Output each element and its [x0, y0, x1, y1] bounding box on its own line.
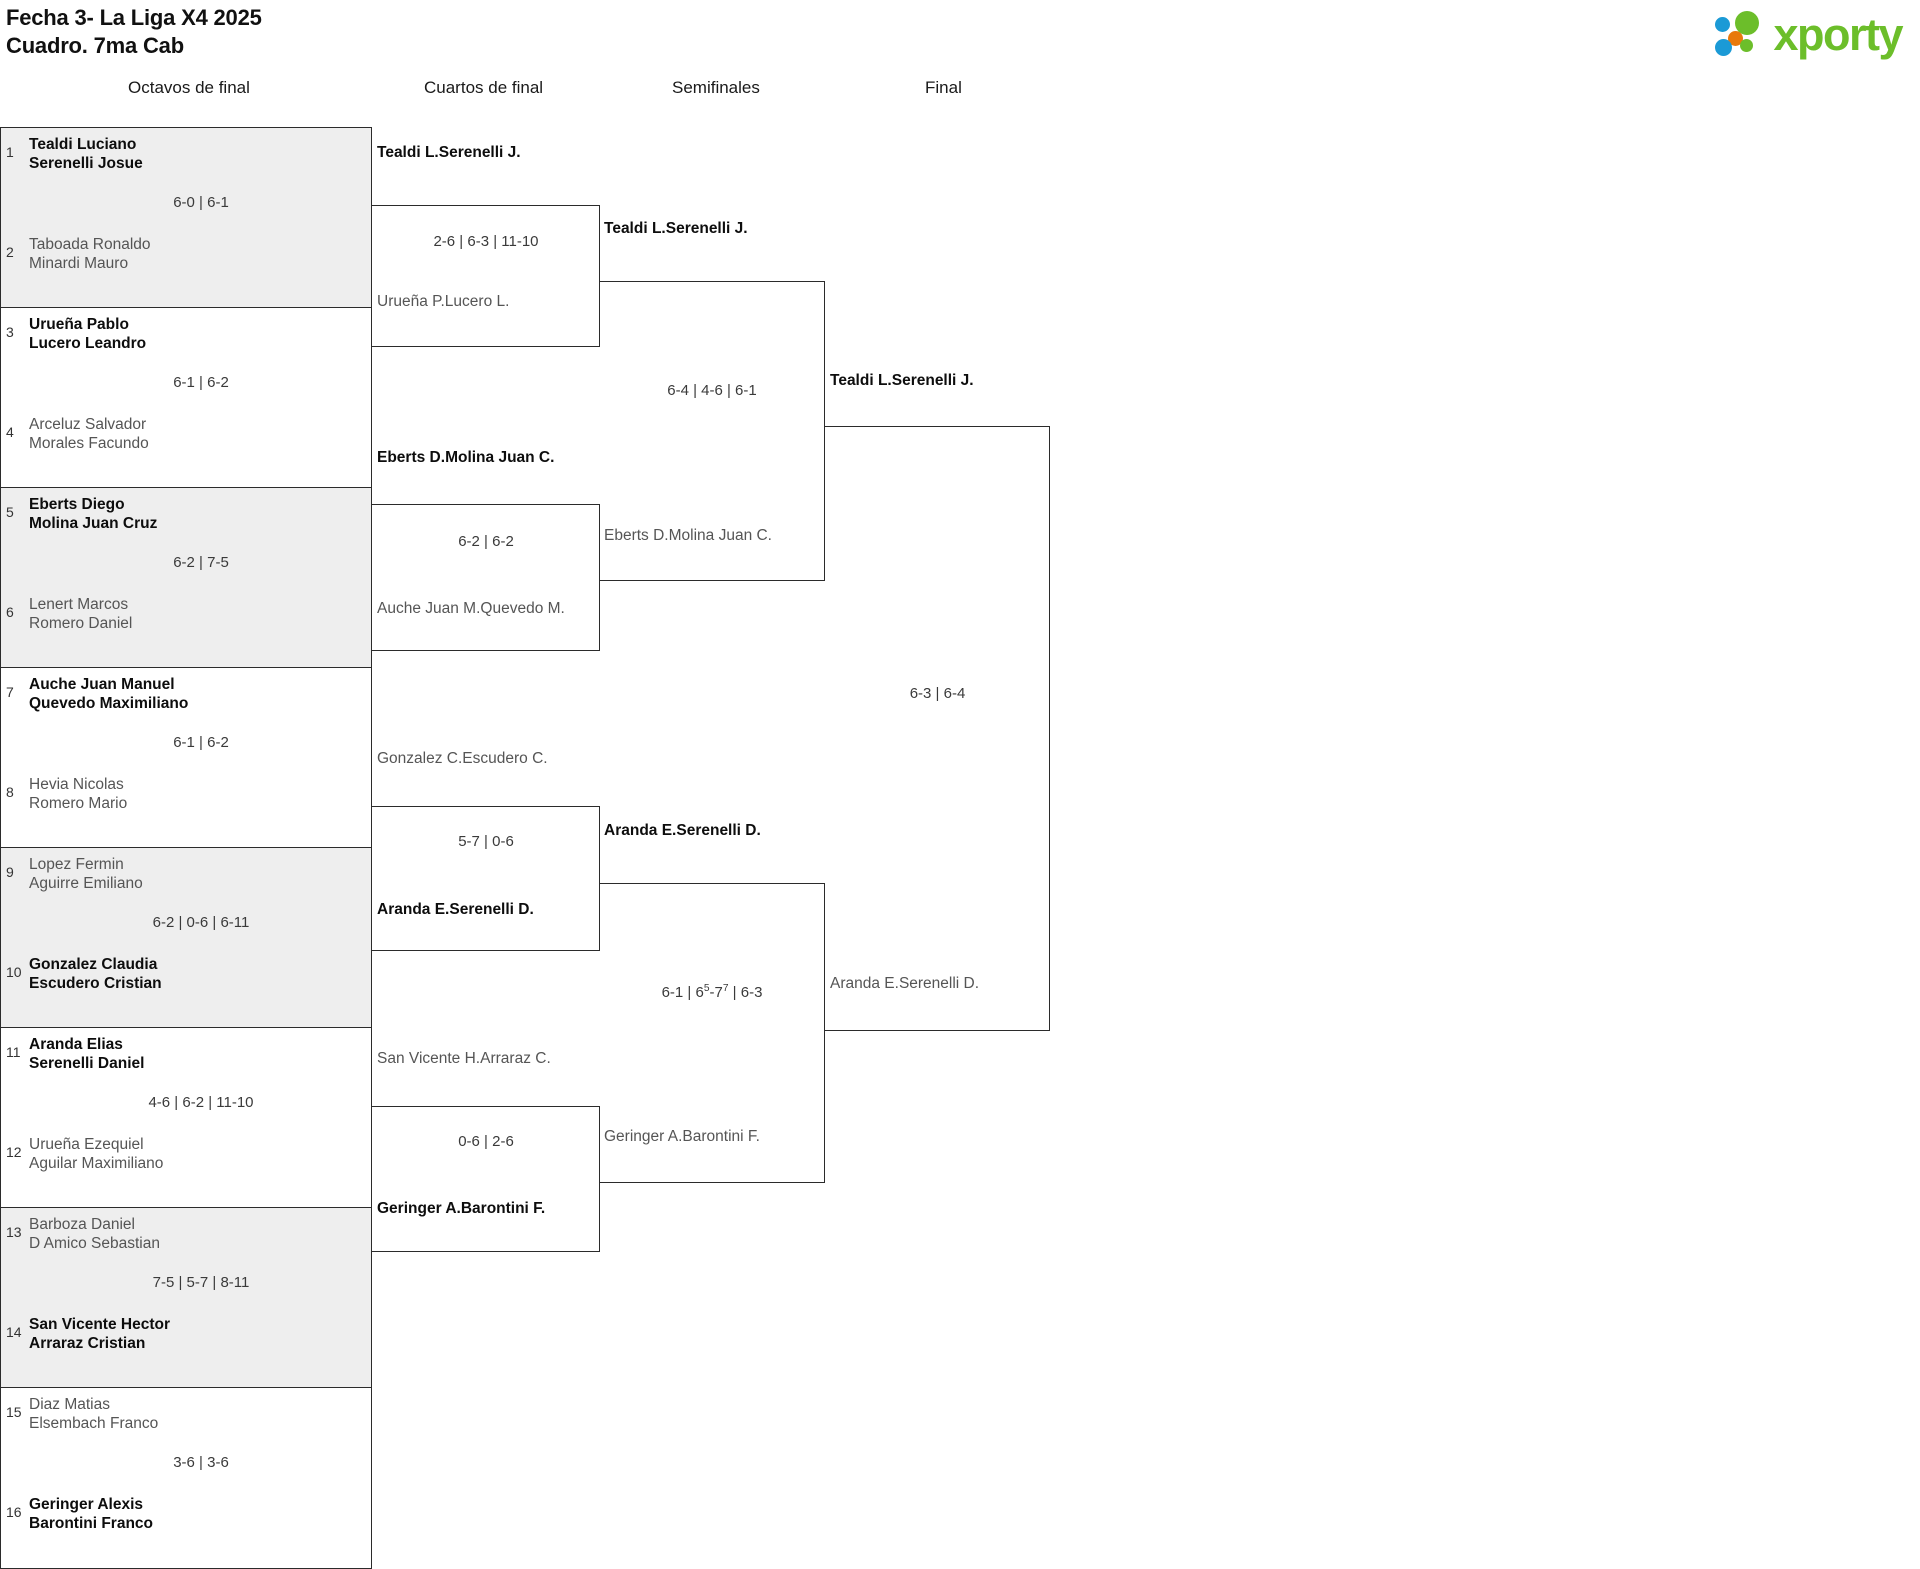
seed-number: 5	[6, 504, 14, 520]
seed-number: 9	[6, 864, 14, 880]
seed-number: 13	[6, 1224, 22, 1240]
seed-number: 16	[6, 1504, 22, 1520]
round-header-octavos: Octavos de final	[128, 78, 250, 97]
logo-dot-blue-bottom-icon	[1715, 39, 1733, 56]
round-header-semifinales: Semifinales	[672, 78, 760, 97]
logo-dot-green-large-icon	[1735, 11, 1760, 35]
r3-match-2-bottom-team[interactable]: Geringer A.Barontini F.	[604, 1128, 760, 1145]
r2-match-4-bracket	[372, 1106, 600, 1252]
page-title: Fecha 3- La Liga X4 2025 Cuadro. 7ma Cab	[6, 4, 262, 60]
match-score: 6-1 | 6-2	[173, 374, 229, 391]
tournament-name: Fecha 3- La Liga X4 2025	[6, 5, 262, 30]
r2-match-4-score: 0-6 | 2-6	[458, 1133, 514, 1150]
r4-match-1-score: 6-3 | 6-4	[909, 685, 966, 702]
match-score: 4-6 | 6-2 | 11-10	[148, 1094, 254, 1111]
r2-match-4-bottom-team[interactable]: Geringer A.Barontini F.	[377, 1200, 546, 1217]
logo-dot-green-small-icon	[1740, 39, 1754, 52]
seed-number: 10	[6, 964, 22, 980]
seed-number: 2	[6, 244, 14, 260]
r2-match-1-score: 2-6 | 6-3 | 11-10	[433, 233, 539, 250]
r3-match-1-score: 6-4 | 4-6 | 6-1	[667, 382, 757, 399]
xporty-logo: xporty	[1715, 8, 1903, 60]
seed-number: 11	[6, 1044, 21, 1060]
seed-number: 1	[6, 144, 14, 160]
match-score: 6-2 | 7-5	[173, 554, 229, 571]
logo-dots-icon	[1715, 11, 1771, 57]
r3-match-2-bracket	[599, 883, 825, 1183]
r2-match-3-bottom-team[interactable]: Aranda E.Serenelli D.	[377, 901, 534, 918]
seed-number: 8	[6, 784, 14, 800]
r2-match-2-bracket	[372, 504, 600, 651]
r4-match-1-bracket	[825, 426, 1050, 1031]
match-score: 6-1 | 6-2	[173, 734, 229, 751]
match-score: 6-0 | 6-1	[173, 194, 229, 211]
r3-match-1-bracket	[599, 281, 825, 581]
r2-match-1-bracket	[372, 205, 600, 347]
r2-match-3-score: 5-7 | 0-6	[458, 833, 514, 850]
r2-match-2-bottom-team[interactable]: Auche Juan M.Quevedo M.	[377, 600, 565, 617]
seed-number: 4	[6, 424, 14, 440]
r2-match-4-top-team[interactable]: San Vicente H.Arraraz C.	[377, 1050, 551, 1067]
match-score: 7-5 | 5-7 | 8-11	[152, 1274, 250, 1291]
r2-match-1-top-team[interactable]: Tealdi L.Serenelli J.	[377, 144, 521, 161]
r2-match-1-bottom-team[interactable]: Urueña P.Lucero L.	[377, 293, 510, 310]
seed-number: 14	[6, 1324, 22, 1340]
r2-match-2-top-team[interactable]: Eberts D.Molina Juan C.	[377, 449, 555, 466]
r2-match-3-top-team[interactable]: Gonzalez C.Escudero C.	[377, 750, 548, 767]
seed-number: 7	[6, 684, 14, 700]
seed-number: 15	[6, 1404, 22, 1420]
round-header-final: Final	[925, 78, 962, 97]
r4-match-1-bottom-team[interactable]: Aranda E.Serenelli D.	[830, 975, 980, 992]
r3-match-1-bottom-team[interactable]: Eberts D.Molina Juan C.	[604, 527, 772, 544]
r3-match-1-top-team[interactable]: Tealdi L.Serenelli J.	[604, 220, 748, 237]
r3-match-2-top-team[interactable]: Aranda E.Serenelli D.	[604, 822, 761, 839]
seed-number: 3	[6, 324, 14, 340]
draw-name: Cuadro. 7ma Cab	[6, 33, 184, 59]
seed-number: 6	[6, 604, 14, 620]
r4-match-1-top-team[interactable]: Tealdi L.Serenelli J.	[830, 372, 974, 389]
match-score: 3-6 | 3-6	[173, 1454, 229, 1471]
logo-dot-blue-top-icon	[1715, 17, 1731, 32]
round-header-cuartos: Cuartos de final	[424, 78, 544, 97]
seed-number: 12	[6, 1144, 22, 1160]
logo-wordmark: xporty	[1773, 8, 1903, 60]
r3-match-2-score: 6-1 | 65-77 | 6-3	[661, 983, 763, 1001]
match-score: 6-2 | 0-6 | 6-11	[152, 914, 250, 931]
r2-match-3-bracket	[372, 806, 600, 951]
logo-dot-orange-icon	[1728, 31, 1744, 46]
r2-match-2-score: 6-2 | 6-2	[458, 533, 514, 550]
